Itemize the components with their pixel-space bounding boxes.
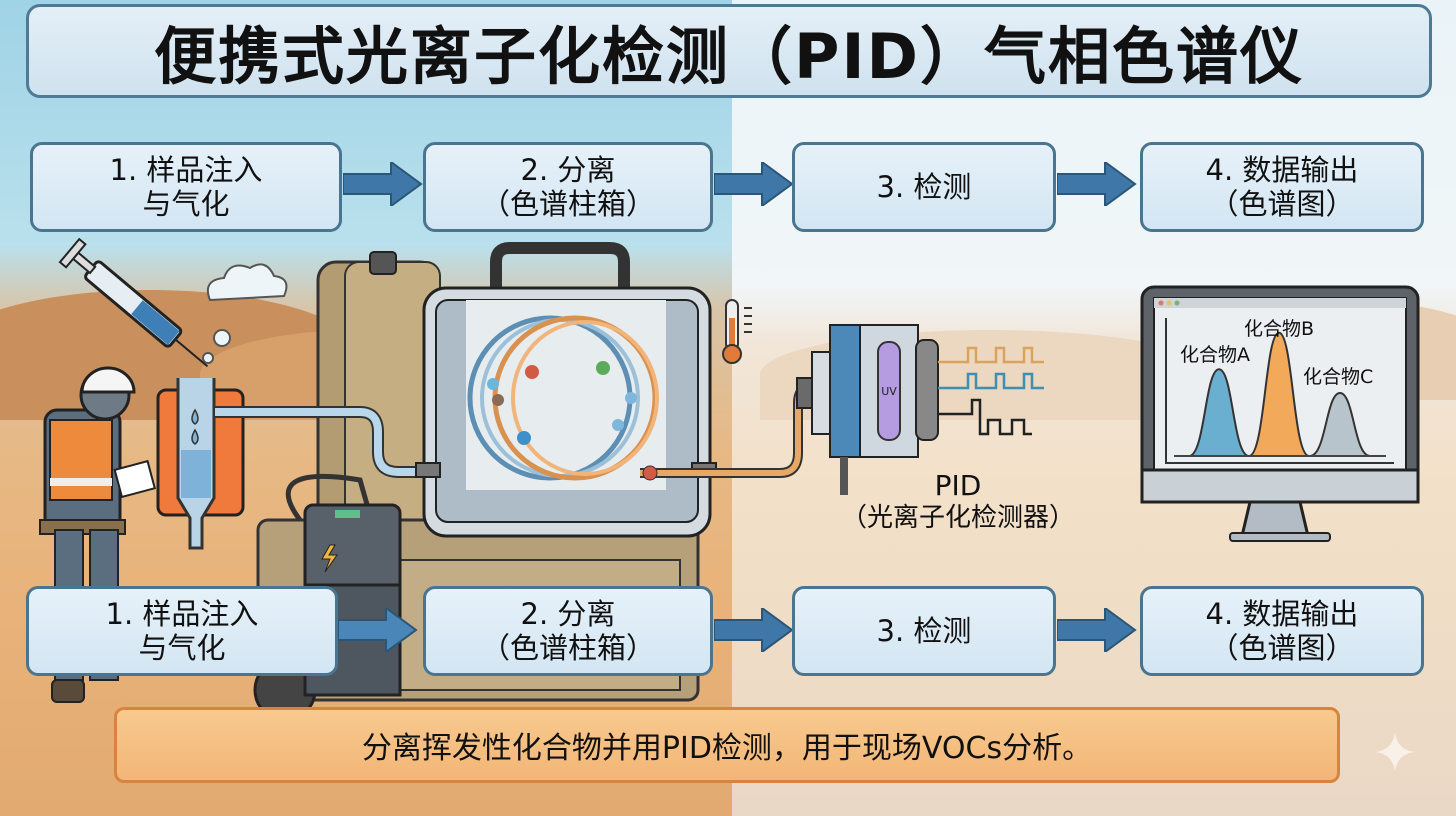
flow-top-step-1: 1. 样品注入 与气化 [30, 142, 342, 232]
injector-heater [156, 378, 245, 550]
step-line1: 3. 检测 [876, 170, 972, 204]
step-line2: 与气化 [138, 631, 226, 665]
arrow-right-icon [342, 160, 423, 208]
step-line1: 1. 样品注入 [105, 597, 259, 631]
step-line1: 4. 数据输出 [1205, 153, 1359, 187]
chromatogram-peak [1248, 331, 1310, 457]
arrow-right-icon [1056, 160, 1137, 208]
pid-detector-icon: UV [796, 324, 1044, 495]
summary-text: 分离挥发性化合物并用PID检测，用于现场VOCs分析。 [361, 731, 1093, 766]
peak-label-b: 化合物B [1244, 318, 1315, 340]
flow-bottom-step-4: 4. 数据输出 （色谱图） [1140, 586, 1424, 676]
thermometer-icon [722, 299, 752, 364]
page-title: 便携式光离子化检测（PID）气相色谱仪 [154, 20, 1304, 93]
chromatogram [1165, 318, 1394, 464]
step-line1: 1. 样品注入 [109, 153, 263, 187]
sparkle-icon [1375, 732, 1415, 772]
peak-label-c: 化合物C [1303, 366, 1374, 388]
flow-top-step-4: 4. 数据输出 （色谱图） [1140, 142, 1424, 232]
monitor-icon [1140, 285, 1420, 542]
step-line2: （色谱图） [1209, 187, 1355, 221]
chromatogram-peak [1188, 368, 1250, 457]
column-oven-icon [415, 242, 830, 538]
step-line2: 与气化 [142, 187, 230, 221]
title-banner: 便携式光离子化检测（PID）气相色谱仪 [26, 4, 1432, 98]
step-line1: 4. 数据输出 [1205, 597, 1359, 631]
arrow-right-icon [713, 160, 794, 208]
uv-lamp-label: UV [881, 385, 897, 398]
step-line1: 2. 分离 [520, 153, 616, 187]
syringe-icon [58, 237, 209, 368]
peak-label-a: 化合物A [1180, 344, 1250, 366]
step-line1: 2. 分离 [520, 597, 616, 631]
step-line2: （色谱柱箱） [480, 631, 655, 665]
chromatogram-axis [1165, 318, 1394, 464]
flow-top-step-2: 2. 分离 （色谱柱箱） [423, 142, 713, 232]
cloud-icon [202, 263, 288, 364]
pid-label-title: PID [934, 469, 982, 502]
pid-label: PID （光离子化检测器） [838, 470, 1078, 534]
summary-banner: 分离挥发性化合物并用PID检测，用于现场VOCs分析。 [114, 707, 1340, 783]
chromatogram-peak [1309, 391, 1371, 457]
step-line2: （色谱图） [1209, 631, 1355, 665]
flow-bottom-step-1: 1. 样品注入 与气化 [26, 586, 338, 676]
step-line1: 3. 检测 [876, 614, 972, 648]
arrow-right-icon [713, 606, 794, 654]
flow-bottom-step-2: 2. 分离 （色谱柱箱） [423, 586, 713, 676]
lightning-icon [321, 544, 338, 573]
pid-label-subtitle: （光离子化检测器） [840, 503, 1075, 533]
arrow-right-icon [337, 606, 418, 654]
flow-bottom-step-3: 3. 检测 [792, 586, 1056, 676]
flow-top-step-3: 3. 检测 [792, 142, 1056, 232]
arrow-right-icon [1056, 606, 1137, 654]
step-line2: （色谱柱箱） [480, 187, 655, 221]
